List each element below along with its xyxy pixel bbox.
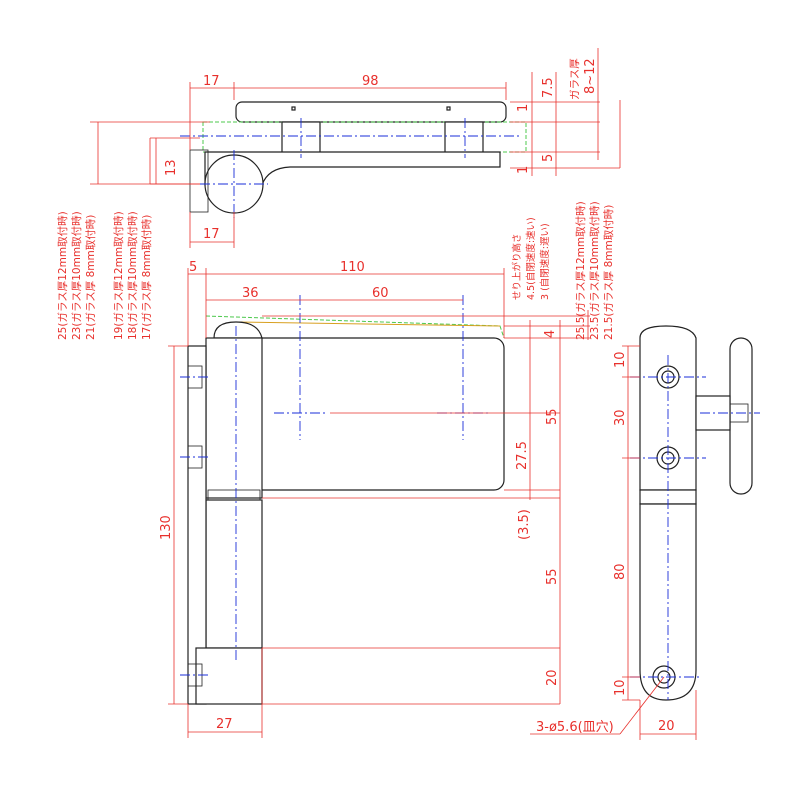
note-left-21: 21(ガラス厚 8mm取付時)	[84, 215, 97, 340]
dim-front-130: 130	[159, 515, 174, 540]
dim-front-55a: 55	[545, 408, 560, 425]
dim-side-10b: 10	[613, 679, 628, 696]
dim-top-17: 17	[203, 74, 220, 89]
dim-front-20: 20	[545, 669, 560, 686]
front-bottom-block	[195, 647, 263, 705]
side-view: 10 30 80 10 20 3-ø5.6(皿穴)	[530, 325, 760, 740]
hole-leader-line	[619, 676, 665, 735]
dim-top-1b: 1	[516, 166, 531, 174]
note-rise-3: 3 (自閉速度:遅い)	[539, 223, 551, 300]
note-right-25-5: 25.5(ガラス厚12mm取付時)	[574, 201, 587, 340]
note-right-23-5: 23.5(ガラス厚10mm取付時)	[588, 201, 601, 340]
dim-front-27-5: 27.5	[515, 441, 530, 470]
front-shaft	[205, 499, 263, 649]
dim-top-17b: 17	[203, 227, 220, 242]
left-vertical-dims: 25(ガラス厚12mm取付時) 23(ガラス厚10mm取付時) 21(ガラス厚 …	[56, 121, 210, 340]
note-rise-4-5: 4.5(自閉速度:速い)	[525, 217, 537, 300]
side-knob-screw	[729, 403, 749, 423]
dim-top-7-5: 7.5	[541, 77, 556, 98]
glass-thickness-label: ガラス厚	[569, 58, 581, 100]
dim-side-80: 80	[613, 563, 628, 580]
note-right-21-5: 21.5(ガラス厚 8mm取付時)	[602, 205, 615, 340]
top-pivot-bracket	[189, 149, 209, 213]
top-marker-square	[446, 106, 451, 111]
front-glass-line-yellow	[235, 321, 501, 327]
dim-top-13: 13	[164, 159, 179, 176]
dim-top-1a: 1	[516, 104, 531, 112]
note-left-19: 19(ガラス厚12mm取付時)	[112, 211, 125, 340]
dim-front-55b: 55	[545, 568, 560, 585]
top-screw-block	[444, 121, 484, 155]
top-marker-square	[291, 106, 296, 111]
note-rise-title: せり上がり高さ	[511, 233, 523, 300]
dim-front-36: 36	[242, 286, 259, 301]
dim-front-5: 5	[189, 260, 197, 275]
note-left-17: 17(ガラス厚 8mm取付時)	[140, 215, 153, 340]
note-left-18: 18(ガラス厚10mm取付時)	[126, 211, 139, 340]
dim-top-5: 5	[541, 154, 556, 162]
glass-thickness-range: 8~12	[583, 58, 598, 94]
side-glass-knob	[729, 337, 753, 495]
top-view: 17 98 13 17 7.5 1 5 1 ガラス厚 8~12	[150, 48, 621, 248]
note-left-25: 25(ガラス厚12mm取付時)	[56, 211, 69, 340]
top-glass-clamp-plate	[235, 101, 507, 123]
dim-top-98: 98	[362, 74, 379, 89]
hole-callout: 3-ø5.6(皿穴)	[536, 720, 614, 735]
front-view: 5 110 36 60 55 27.5 (3.5) 55 20 4 せり上がり高…	[159, 201, 615, 738]
dim-front-27: 27	[216, 717, 233, 732]
dim-front-60: 60	[372, 286, 389, 301]
side-upper-housing	[639, 325, 697, 491]
top-glass-outline	[202, 121, 527, 153]
front-pivot-cap	[213, 321, 263, 339]
dim-side-30: 30	[613, 409, 628, 426]
dim-front-110: 110	[340, 260, 365, 275]
dim-front-3-5: (3.5)	[517, 509, 532, 540]
dim-front-4: 4	[543, 330, 558, 338]
dim-side-10a: 10	[613, 351, 628, 368]
note-left-23: 23(ガラス厚10mm取付時)	[70, 211, 83, 340]
dim-side-20: 20	[658, 719, 675, 734]
front-pivot-block	[205, 337, 263, 499]
